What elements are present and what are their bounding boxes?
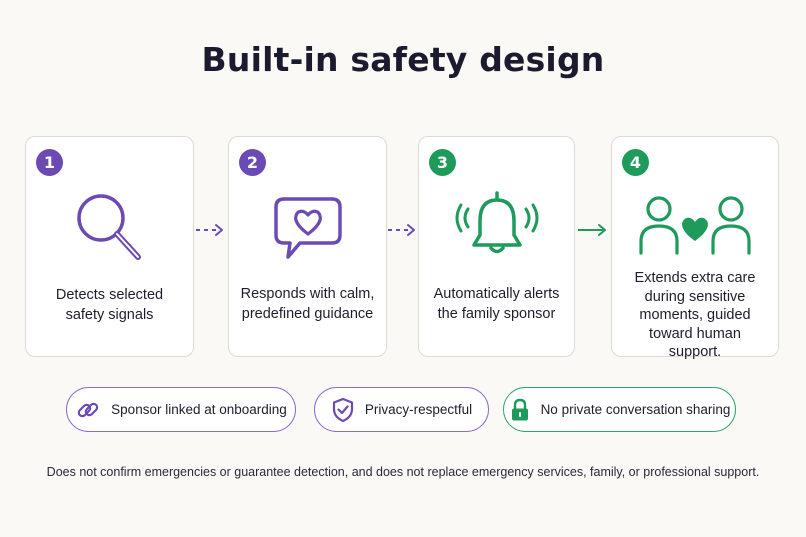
step-card-1: 1 Detects selected safety signals — [25, 136, 194, 357]
lock-icon — [509, 398, 531, 422]
step-text: Automatically alerts the family sponsor — [433, 286, 560, 322]
step-card-2: 2 Responds with calm, predefined guidanc… — [228, 136, 387, 357]
pill-label: Privacy-respectful — [364, 402, 473, 417]
dashed-arrow-icon — [386, 222, 420, 243]
shield-check-icon — [331, 397, 355, 423]
pill-label: No private conversation sharing — [540, 402, 731, 417]
people-heart-icon — [612, 193, 778, 259]
arrow-icon — [576, 222, 610, 243]
step-number-badge: 1 — [36, 149, 63, 176]
feature-pill-no-sharing: No private conversation sharing — [503, 387, 736, 432]
step-number-badge: 4 — [622, 149, 649, 176]
step-card-3: 3 Automatically alerts the family sponso… — [418, 136, 575, 357]
step-card-4: 4 Extends extra care during sensitive mo… — [611, 136, 779, 360]
dashed-arrow-icon — [194, 222, 228, 243]
bell-icon — [419, 185, 574, 261]
link-icon — [75, 397, 101, 423]
feature-pill-sponsor-linked: Sponsor linked at onboarding — [66, 387, 296, 432]
page-title: Built-in safety design — [201, 40, 605, 79]
step-number-badge: 2 — [239, 149, 266, 176]
pill-label: Sponsor linked at onboarding — [111, 402, 287, 417]
feature-pill-privacy: Privacy-respectful — [314, 387, 489, 432]
step-number-badge: 3 — [429, 149, 456, 176]
step-text: Responds with calm, predefined guidance — [240, 286, 375, 322]
disclaimer-text: Does not confirm emergencies or guarante… — [46, 465, 760, 479]
step-text: Detects selected safety signals — [55, 287, 164, 323]
heart-chat-icon — [229, 189, 386, 269]
magnifier-icon — [26, 187, 193, 267]
step-text: Extends extra care during sensitive mome… — [634, 270, 756, 360]
